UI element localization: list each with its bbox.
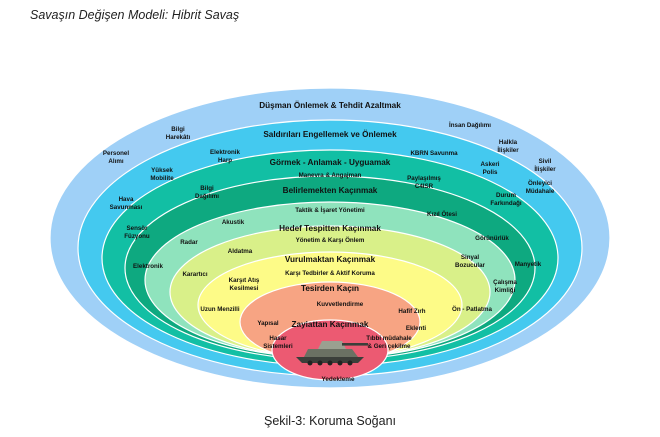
layer-title: Zayiattan Kaçınmak xyxy=(292,320,369,329)
layer-title: Belirlemekten Kaçınmak xyxy=(283,186,378,195)
layer-title: Görmek - Anlamak - Uyguamak xyxy=(270,158,391,167)
item-label: Kuvvetlendirme xyxy=(317,301,364,308)
item-label: Karşı Tedbirler & Aktif Koruma xyxy=(285,270,375,277)
figure-caption: Şekil-3: Koruma Soğanı xyxy=(263,414,396,428)
item-label: Görünürlük xyxy=(475,235,509,242)
item-label: Aldatma xyxy=(228,248,253,255)
item-label: Karartıcı xyxy=(182,271,207,278)
item-label: Yönetim & Karşı Önlem xyxy=(296,237,365,244)
item-label: Taktik & İşaret Yönetimi xyxy=(295,207,365,214)
layer-title: Düşman Önlemek & Tehdit Azaltmak xyxy=(259,100,401,110)
item-label: Uzun Menzilli xyxy=(200,306,239,313)
tank-icon xyxy=(296,341,368,366)
layer-title: Yedekleme xyxy=(321,376,354,383)
item-label: Akustik xyxy=(222,219,245,226)
layer-title: Saldırıları Engellemek ve Önlemek xyxy=(263,129,397,139)
item-label: Elektronik xyxy=(133,263,163,270)
item-label: Tıbbi müdahale& Geri çekilme xyxy=(366,335,412,350)
layer-title: Hedef Tespitten Kaçınmak xyxy=(279,224,381,233)
layer-title: Tesirden Kaçın xyxy=(301,284,359,293)
item-label: Manyetik xyxy=(515,261,542,268)
item-label: İnsan Dağılımı xyxy=(449,122,491,129)
item-label: Hafif Zırh xyxy=(398,308,425,315)
item-label: Manevra & Angajman xyxy=(299,172,362,179)
item-label: KBRN Savunma xyxy=(410,150,458,157)
item-label: Radar xyxy=(180,239,198,246)
page-title: Savaşın Değişen Modeli: Hibrit Savaş xyxy=(30,8,240,22)
protection-onion-diagram: Düşman Önlemek & Tehdit Azaltmak Saldırı… xyxy=(49,87,611,389)
item-label: Eklenti xyxy=(406,325,427,332)
layer-title: Vurulmaktan Kaçınmak xyxy=(285,255,376,264)
item-label: Yapısal xyxy=(257,320,279,327)
item-label: Ön - Patlatma xyxy=(452,306,492,313)
item-label: Kızıl Ötesi xyxy=(427,211,457,218)
